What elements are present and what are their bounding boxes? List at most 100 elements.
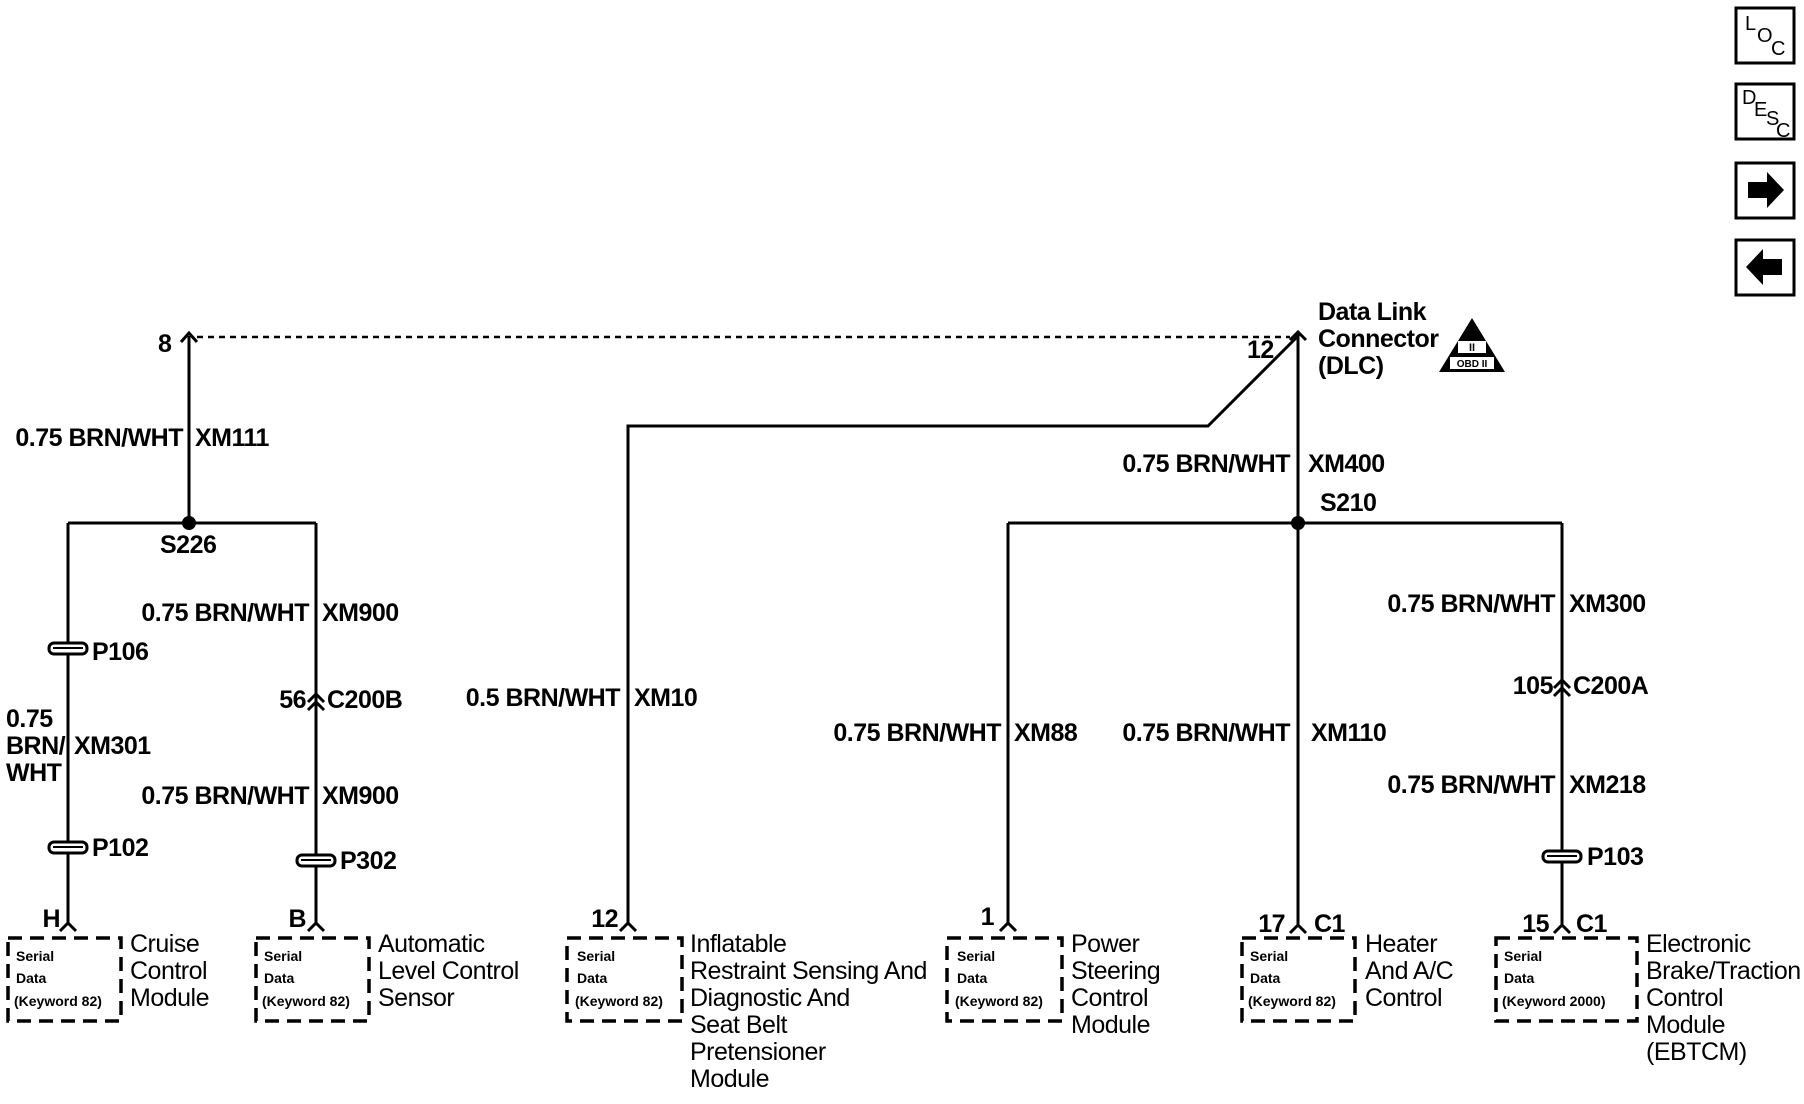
dlc-pin-8: 8 bbox=[158, 330, 172, 358]
ebtcm-serial-box bbox=[1494, 936, 1639, 1023]
svg-text:Diagnostic And: Diagnostic And bbox=[690, 984, 850, 1012]
svg-text:(Keyword 82): (Keyword 82) bbox=[1248, 993, 1336, 1009]
svg-text:(Keyword 2000): (Keyword 2000) bbox=[1502, 993, 1605, 1009]
splice-s210-label: S210 bbox=[1320, 489, 1376, 517]
xm10-gauge: 0.5 BRN/WHT bbox=[466, 684, 620, 712]
svg-text:(Keyword 82): (Keyword 82) bbox=[14, 993, 102, 1009]
ebtcm-conn: C1 bbox=[1576, 910, 1608, 938]
svg-text:Serial: Serial bbox=[957, 948, 995, 964]
svg-text:Data: Data bbox=[1504, 970, 1535, 986]
svg-text:(Keyword 82): (Keyword 82) bbox=[955, 993, 1043, 1009]
xm400-gauge: 0.75 BRN/WHT bbox=[1122, 450, 1290, 478]
svg-text:(EBTCM): (EBTCM) bbox=[1646, 1038, 1747, 1066]
svg-text:Control: Control bbox=[1646, 984, 1723, 1012]
cruise-pin: H bbox=[42, 905, 60, 933]
arrow-right-icon bbox=[1748, 172, 1784, 208]
module-heater-ac-control: 17 C1 Serial Data (Keyword 82) Heater An… bbox=[1240, 910, 1454, 1023]
xm300-id: XM300 bbox=[1569, 590, 1646, 618]
svg-text:Module: Module bbox=[130, 984, 209, 1012]
psm-pin: 1 bbox=[981, 903, 995, 931]
dlc-terminal-8 bbox=[179, 330, 199, 343]
p103-label: P103 bbox=[1587, 843, 1643, 871]
svg-text:Control: Control bbox=[1071, 984, 1148, 1012]
alc-pin: B bbox=[288, 905, 306, 933]
hvac-serial-box bbox=[1240, 936, 1357, 1023]
psm-serial-box bbox=[945, 936, 1064, 1023]
obd-ii-icon: II OBD II bbox=[1439, 318, 1505, 372]
next-button[interactable] bbox=[1734, 161, 1796, 220]
module-inflatable-restraint: 12 Serial Data (Keyword 82) Inflatable R… bbox=[565, 905, 927, 1093]
desc-letter-1: D bbox=[1742, 87, 1756, 109]
desc-letter-3: S bbox=[1766, 108, 1779, 130]
xm300-gauge: 0.75 BRN/WHT bbox=[1387, 590, 1555, 618]
arrow-left-icon bbox=[1746, 249, 1782, 285]
xm10-id: XM10 bbox=[634, 684, 697, 712]
prev-button[interactable] bbox=[1734, 238, 1796, 297]
c200a-pin: 105 bbox=[1513, 672, 1554, 700]
loc-letter-3: C bbox=[1771, 38, 1785, 60]
connector-c200b-icon bbox=[306, 691, 326, 712]
xm900b-id: XM900 bbox=[322, 782, 399, 810]
svg-text:(Keyword 82): (Keyword 82) bbox=[262, 993, 350, 1009]
desc-button[interactable]: D E S C bbox=[1734, 82, 1796, 142]
svg-text:Cruise: Cruise bbox=[130, 930, 199, 958]
p102-label: P102 bbox=[92, 834, 148, 862]
connector-c200a-icon bbox=[1552, 677, 1572, 698]
svg-text:Module: Module bbox=[1071, 1011, 1150, 1039]
xm301-gauge-1: 0.75 bbox=[6, 705, 53, 733]
svg-text:Serial: Serial bbox=[264, 948, 302, 964]
svg-text:Electronic: Electronic bbox=[1646, 930, 1751, 958]
hvac-terminal bbox=[1288, 922, 1308, 935]
hvac-conn: C1 bbox=[1314, 910, 1346, 938]
svg-text:Steering: Steering bbox=[1071, 957, 1160, 985]
xm900b-gauge: 0.75 BRN/WHT bbox=[141, 782, 309, 810]
svg-text:Control: Control bbox=[130, 957, 207, 985]
svg-text:Data: Data bbox=[1250, 970, 1281, 986]
alc-serial-box bbox=[254, 936, 371, 1023]
xm400-id: XM400 bbox=[1308, 450, 1385, 478]
splice-s226-label: S226 bbox=[160, 531, 216, 559]
psm-terminal bbox=[998, 920, 1018, 933]
xm218-id: XM218 bbox=[1569, 771, 1646, 799]
xm110-id: XM110 bbox=[1311, 719, 1386, 747]
xm111-gauge: 0.75 BRN/WHT bbox=[15, 424, 183, 452]
xm301-id: XM301 bbox=[74, 732, 151, 760]
sdm-pin: 12 bbox=[591, 905, 618, 933]
alc-terminal bbox=[306, 920, 326, 933]
svg-text:Seat Belt: Seat Belt bbox=[690, 1011, 788, 1039]
svg-text:II: II bbox=[1469, 342, 1475, 354]
c200b-pin: 56 bbox=[279, 686, 306, 714]
loc-letter-2: O bbox=[1757, 25, 1773, 47]
svg-text:Serial: Serial bbox=[1250, 948, 1288, 964]
c200b-name: C200B bbox=[327, 686, 402, 714]
svg-text:Heater: Heater bbox=[1365, 930, 1437, 958]
svg-text:Data: Data bbox=[957, 970, 988, 986]
sdm-terminal bbox=[618, 920, 638, 933]
svg-text:Automatic: Automatic bbox=[378, 930, 485, 958]
wire-xm10 bbox=[626, 334, 1300, 924]
svg-text:Control: Control bbox=[1365, 984, 1442, 1012]
svg-text:Brake/Traction: Brake/Traction bbox=[1646, 957, 1801, 985]
cruise-terminal bbox=[58, 920, 78, 933]
svg-text:Power: Power bbox=[1071, 930, 1140, 958]
svg-text:Data: Data bbox=[264, 970, 295, 986]
hvac-pin: 17 bbox=[1258, 910, 1285, 938]
module-automatic-level-control: B Serial Data (Keyword 82) Automatic Lev… bbox=[254, 905, 519, 1023]
cruise-serial-box bbox=[6, 936, 123, 1023]
svg-text:Data: Data bbox=[577, 970, 608, 986]
sdm-serial-box bbox=[565, 936, 684, 1023]
p106-label: P106 bbox=[92, 638, 148, 666]
xm301-gauge-3: WHT bbox=[6, 759, 62, 787]
dlc-title-line2: Connector bbox=[1318, 325, 1439, 353]
svg-text:Serial: Serial bbox=[16, 948, 54, 964]
svg-text:(Keyword 82): (Keyword 82) bbox=[575, 993, 663, 1009]
xm900a-id: XM900 bbox=[322, 599, 399, 627]
xm110-gauge: 0.75 BRN/WHT bbox=[1122, 719, 1290, 747]
svg-text:OBD II: OBD II bbox=[1457, 359, 1488, 370]
loc-button[interactable]: L O C bbox=[1734, 6, 1796, 65]
connector-p106 bbox=[47, 641, 89, 656]
svg-text:Data: Data bbox=[16, 970, 47, 986]
desc-letter-2: E bbox=[1754, 99, 1767, 121]
ebtcm-pin: 15 bbox=[1522, 910, 1549, 938]
